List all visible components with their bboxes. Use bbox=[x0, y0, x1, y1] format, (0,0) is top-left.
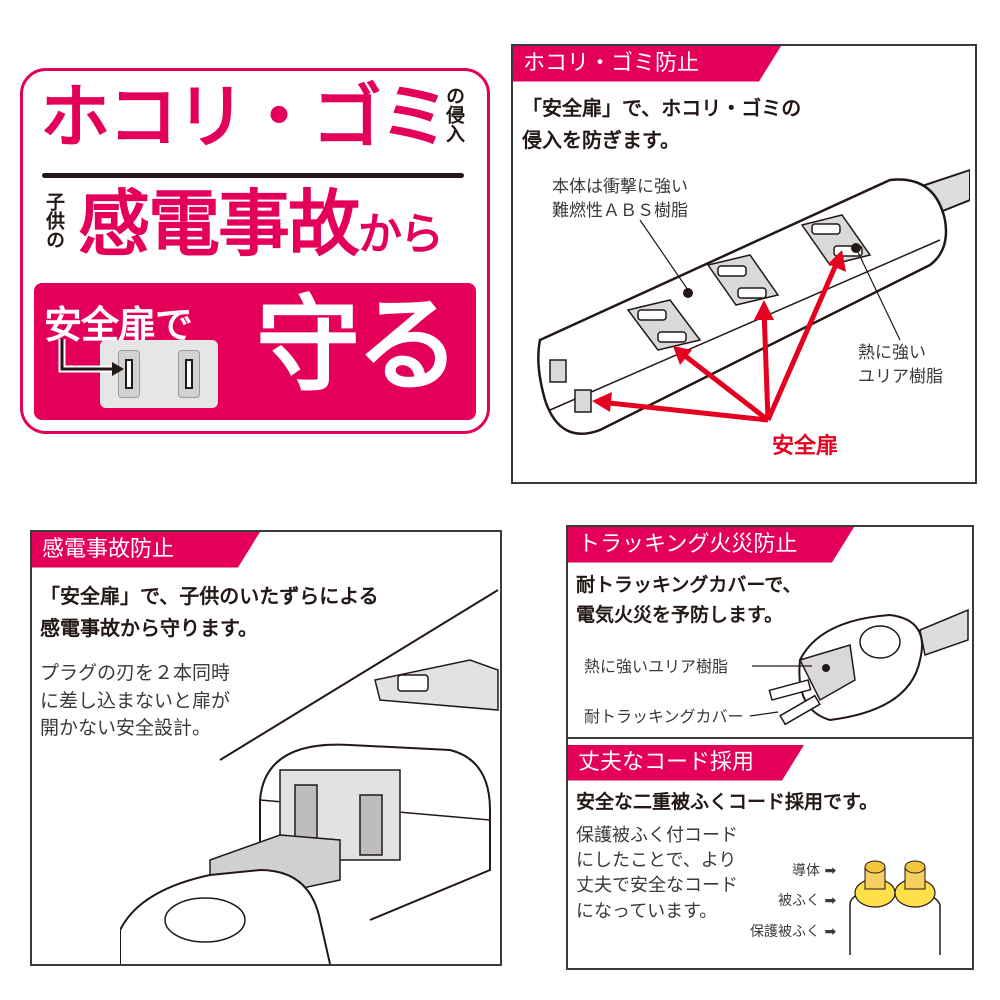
socket-illustration bbox=[100, 340, 218, 408]
hero-arrow-icon bbox=[58, 339, 124, 376]
tag-tracking-fire-prevention: トラッキング火災防止 bbox=[568, 527, 854, 563]
label-abs-body: 本体は衝撃に強い 難燃性ＡＢＳ樹脂 bbox=[552, 177, 688, 221]
plug-illustration bbox=[749, 608, 969, 726]
cord-detail: 保護被ふく付コード にしたことで、より 丈夫で安全なコード になっています。 bbox=[576, 825, 738, 922]
label-urea-resin: 熱に強い ユリア樹脂 bbox=[858, 343, 943, 387]
tag-dust-prevention: ホコリ・ゴミ防止 bbox=[513, 46, 781, 82]
hero-shock-text: 感電事故 bbox=[78, 182, 360, 266]
tracking-description: 耐トラッキングカバーで、 電気火災を予防します。 bbox=[576, 574, 802, 627]
power-strip-illustration bbox=[537, 168, 970, 435]
label-safety-shutter: 安全扉 bbox=[772, 434, 839, 459]
hero-band-right-text: 守る bbox=[256, 284, 460, 406]
socket-slot-right bbox=[178, 350, 200, 398]
hero-dust-text: ホコリ・ゴミ bbox=[40, 76, 450, 158]
socket-slot-left bbox=[118, 350, 140, 398]
cord-cross-section-icon bbox=[849, 860, 941, 955]
label-tracking-resin: 熱に強いユリア樹脂 bbox=[584, 657, 729, 676]
dust-description: 「安全扉」で、ホコリ・ゴミの 侵入を防ぎます。 bbox=[522, 96, 802, 152]
hero-child-prefix: 子供の bbox=[43, 192, 65, 249]
shock-detail: プラグの刃を２本同時 に差し込まないと扉が 開かない安全設計。 bbox=[40, 662, 231, 740]
shock-description: 「安全扉」で、子供のいたずらによる 感電事故から守ります。 bbox=[40, 584, 379, 640]
label-sheath: 保護被ふく ➡ bbox=[750, 924, 837, 940]
tag-durable-cord: 丈夫なコード採用 bbox=[568, 745, 804, 781]
hero-band-left-text: 安全扉で bbox=[44, 303, 193, 347]
panel-divider bbox=[566, 737, 974, 739]
cord-description: 安全な二重被ふくコード採用です。 bbox=[576, 791, 879, 813]
plug-insert-illustration bbox=[120, 589, 499, 964]
hero-headline-shock: 感電事故から bbox=[78, 188, 444, 260]
hero-headline-dust: ホコリ・ゴミ bbox=[40, 82, 450, 152]
label-insulation: 被ふく ➡ bbox=[778, 893, 837, 909]
hero-divider bbox=[42, 173, 464, 178]
hero-shock-suffix: から bbox=[358, 209, 444, 260]
tag-shock-prevention: 感電事故防止 bbox=[32, 532, 260, 568]
label-conductor: 導体 ➡ bbox=[792, 863, 837, 879]
hero-dust-suffix: の侵入 bbox=[443, 86, 465, 143]
label-tracking-cover: 耐トラッキングカバー bbox=[584, 707, 744, 726]
